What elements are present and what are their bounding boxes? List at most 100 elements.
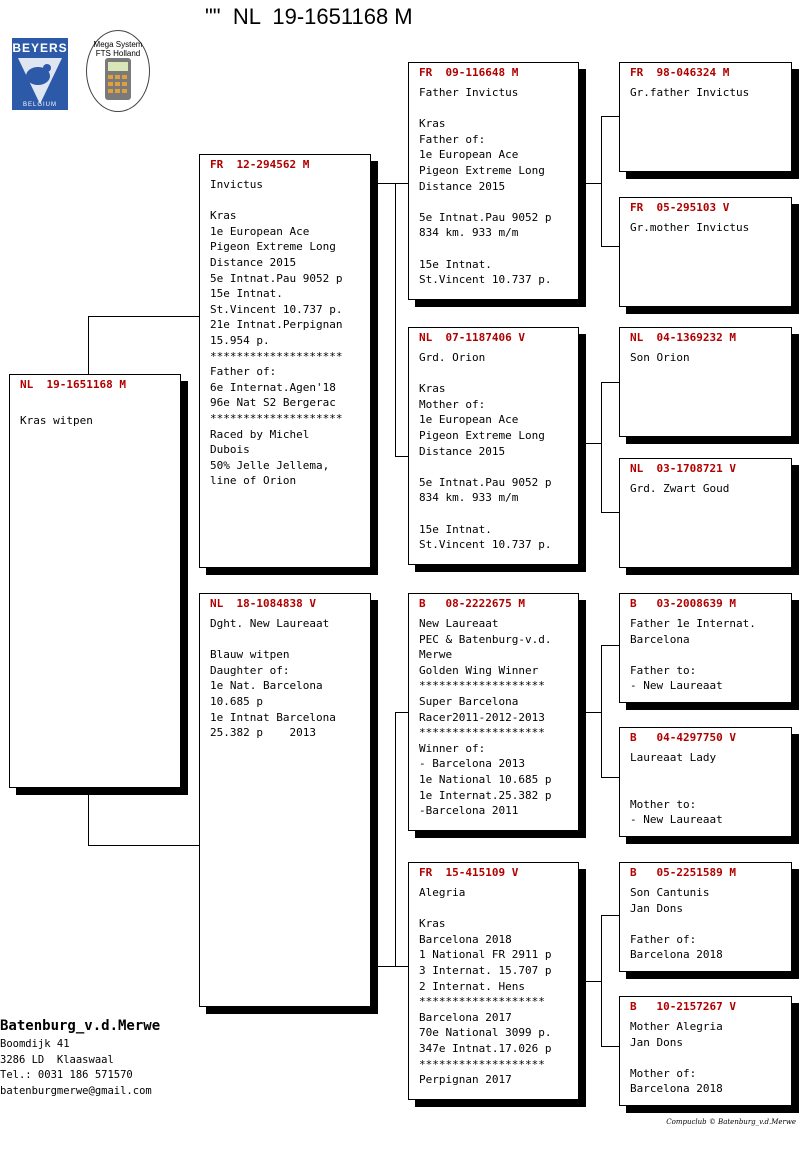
detail-line: Pigeon Extreme Long bbox=[419, 428, 545, 442]
mega-logo-line1: Mega System bbox=[93, 40, 143, 49]
detail-line: 5e Intnat.Pau 9052 p bbox=[419, 475, 552, 489]
detail-line: Grd. Orion bbox=[419, 351, 486, 364]
detail-line: 347e Intnat.17.026 p bbox=[419, 1041, 552, 1055]
pigeon-card-mff: B 03-2008639 M Father 1e Internat.Barcel… bbox=[619, 593, 792, 703]
detail-line: 70e National 3099 p. bbox=[419, 1026, 552, 1040]
pigeon-details: Gr.mother Invictus bbox=[630, 220, 749, 236]
detail-line: Barcelona bbox=[630, 632, 690, 646]
detail-line: ******************* bbox=[419, 726, 545, 740]
footer-credit: Compuclub © Batenburg_v.d.Merwe bbox=[666, 1118, 796, 1126]
detail-line: 1e European Ace bbox=[419, 148, 519, 162]
ring-number: NL 19-1651168 M bbox=[20, 378, 126, 391]
detail-line: Mother Alegria bbox=[630, 1020, 723, 1033]
connector-line bbox=[88, 845, 200, 846]
owner-info: Batenburg_v.d.Merwe Boomdijk 41 3286 LD … bbox=[0, 1015, 160, 1100]
owner-address-city: 3286 LD Klaaswaal bbox=[0, 1053, 114, 1066]
connector-line bbox=[88, 316, 200, 317]
detail-line bbox=[630, 647, 756, 663]
connector-line bbox=[88, 316, 89, 376]
detail-line: 2 Internat. Hens bbox=[419, 979, 525, 993]
detail-line: Barcelona 2018 bbox=[630, 1082, 723, 1096]
detail-line: 1e Intnat Barcelona bbox=[210, 710, 336, 724]
detail-line: Distance 2015 bbox=[419, 444, 506, 458]
detail-line bbox=[630, 781, 723, 797]
connector-line bbox=[601, 382, 620, 383]
detail-line: Kras bbox=[419, 382, 446, 396]
pigeon-card-ffm: FR 05-295103 V Gr.mother Invictus bbox=[619, 197, 792, 307]
detail-line bbox=[419, 901, 551, 917]
ring-number: NL 04-1369232 M bbox=[630, 331, 736, 344]
detail-line: ******************** bbox=[210, 411, 343, 425]
detail-line: 15e Intnat. bbox=[419, 522, 492, 536]
detail-line bbox=[630, 916, 723, 932]
ring-number: FR 12-294562 M bbox=[210, 158, 310, 171]
ring-number: B 04-4297750 V bbox=[630, 731, 736, 744]
detail-line bbox=[630, 766, 723, 782]
detail-line: Barcelona 2018 bbox=[419, 932, 512, 946]
connector-line bbox=[395, 456, 408, 457]
mega-system-logo: Mega System FTS Holland bbox=[86, 30, 150, 112]
detail-line: 1e Nat. Barcelona bbox=[210, 679, 323, 693]
detail-line: Jan Dons bbox=[630, 1035, 683, 1049]
ring-number: B 05-2251589 M bbox=[630, 866, 736, 879]
ring-number: B 10-2157267 V bbox=[630, 1000, 736, 1013]
connector-line bbox=[395, 183, 396, 456]
detail-line: -Barcelona 2011 bbox=[419, 804, 519, 818]
detail-line bbox=[20, 397, 93, 413]
connector-line bbox=[601, 645, 620, 646]
detail-line: Gr.mother Invictus bbox=[630, 221, 750, 234]
detail-line: Grd. Zwart Goud bbox=[630, 482, 730, 495]
pigeon-details: Son Orion bbox=[630, 350, 690, 366]
detail-line bbox=[630, 1050, 723, 1066]
detail-line: Pigeon Extreme Long bbox=[419, 163, 545, 177]
ring-number: NL 18-1084838 V bbox=[210, 597, 316, 610]
connector-line bbox=[601, 1046, 620, 1047]
detail-line: Father of: bbox=[419, 132, 486, 146]
detail-line: 3 Internat. 15.707 p bbox=[419, 963, 552, 977]
detail-line: Kras bbox=[419, 117, 446, 131]
detail-line: Kras bbox=[419, 917, 446, 931]
detail-line: Mother of: bbox=[419, 397, 486, 411]
beyers-logo: BEYERS BELGIUM bbox=[12, 38, 68, 110]
owner-name: Batenburg_v.d.Merwe bbox=[0, 1018, 161, 1034]
detail-line: ******************* bbox=[419, 679, 545, 693]
detail-line: Dght. New Laureaat bbox=[210, 617, 330, 630]
detail-line: 15e Intnat. bbox=[210, 287, 283, 301]
connector-line bbox=[601, 116, 620, 117]
detail-line: Distance 2015 bbox=[419, 179, 506, 193]
detail-line: Gr.father Invictus bbox=[630, 86, 750, 99]
detail-line bbox=[419, 194, 551, 210]
mega-logo-line2: FTS Holland bbox=[95, 49, 141, 58]
detail-line: 834 km. 933 m/m bbox=[419, 226, 519, 240]
detail-line: PEC & Batenburg-v.d. bbox=[419, 632, 552, 646]
detail-line: Winner of: bbox=[419, 741, 486, 755]
pigeon-card-fmm: NL 03-1708721 V Grd. Zwart Goud bbox=[619, 458, 792, 568]
detail-line: Father of: bbox=[210, 365, 277, 379]
connector-line bbox=[586, 981, 602, 982]
detail-line: Father to: bbox=[630, 663, 697, 677]
connector-line bbox=[601, 246, 620, 247]
detail-line: Daughter of: bbox=[210, 663, 290, 677]
detail-line: St.Vincent 10.737 p. bbox=[419, 538, 552, 552]
detail-line: Kras bbox=[210, 209, 237, 223]
detail-line bbox=[419, 506, 551, 522]
pigeon-details: Kras witpen bbox=[20, 397, 93, 428]
detail-line: 21e Intnat.Perpignan bbox=[210, 318, 343, 332]
detail-line: 834 km. 933 m/m bbox=[419, 491, 519, 505]
detail-line: 15e Intnat. bbox=[419, 257, 492, 271]
detail-line: Kras witpen bbox=[20, 413, 93, 427]
pigeon-card-subject: NL 19-1651168 M Kras witpen bbox=[9, 374, 181, 788]
connector-line bbox=[586, 183, 602, 184]
detail-line: Laureaat Lady bbox=[630, 751, 717, 764]
detail-line: Blauw witpen bbox=[210, 648, 290, 662]
